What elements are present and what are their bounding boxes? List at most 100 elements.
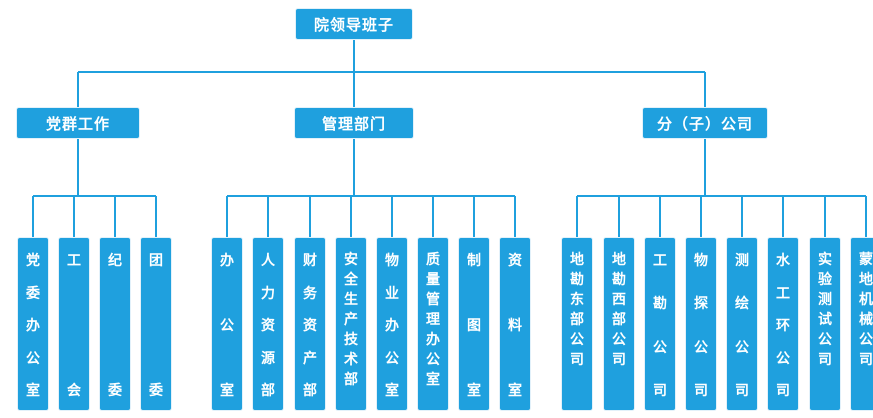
unit-label-char: 公: [859, 332, 873, 348]
unit-label-char: 蒙: [859, 252, 873, 268]
unit-label-char: 司: [776, 383, 790, 399]
unit-label-char: 室: [220, 383, 234, 399]
unit-label-char: 实: [818, 252, 832, 268]
unit-label-char: 测: [735, 253, 749, 269]
unit-label-char: 图: [467, 318, 481, 334]
group-box: 党群工作: [17, 108, 139, 138]
unit-label-char: 全: [344, 272, 358, 288]
unit-label-char: 力: [261, 285, 275, 302]
unit-label-char: 生: [344, 292, 358, 308]
unit-label-char: 绘: [735, 296, 749, 313]
unit-label-char: 资: [261, 318, 275, 334]
unit-label-char: 验: [818, 272, 832, 288]
unit-label-char: 勘: [612, 272, 626, 288]
unit-box: 办公室: [212, 238, 242, 410]
unit-label-char: 源: [261, 350, 275, 367]
unit-label-char: 室: [26, 383, 40, 399]
unit-label-char: 部: [570, 312, 584, 328]
unit-box: 工会: [59, 238, 89, 410]
unit-label-char: 西: [612, 292, 626, 308]
unit-label-char: 司: [653, 382, 667, 399]
unit-label-char: 室: [426, 372, 440, 388]
unit-box: 资料室: [500, 238, 530, 410]
unit-label-char: 地: [859, 272, 873, 288]
unit-label-char: 理: [426, 312, 440, 328]
unit-label-char: 办: [220, 253, 234, 269]
unit-label-char: 公: [818, 332, 832, 348]
unit-label-char: 水: [776, 253, 790, 269]
unit-label-char: 党: [26, 253, 40, 269]
unit-label-char: 委: [26, 285, 40, 302]
unit-label-char: 公: [612, 332, 626, 348]
unit-label-char: 委: [149, 383, 163, 399]
unit-label-char: 公: [570, 332, 584, 348]
unit-label-char: 试: [818, 312, 832, 328]
group-label: 管理部门: [321, 114, 386, 133]
unit-label-char: 管: [426, 292, 440, 308]
unit-label-char: 术: [344, 352, 358, 368]
unit-box: 人力资源部: [253, 238, 283, 410]
unit-label-char: 工: [67, 253, 81, 269]
unit-box: 物业办公室: [377, 238, 407, 410]
unit-label-char: 安: [344, 252, 358, 268]
unit-label-char: 部: [303, 383, 317, 399]
unit-label-char: 东: [570, 292, 584, 308]
unit-box: 物探公司: [686, 238, 716, 410]
unit-label-char: 资: [508, 253, 522, 269]
unit-label-char: 务: [303, 285, 317, 302]
unit-label-char: 部: [261, 383, 275, 399]
unit-box: 工勘公司: [645, 238, 675, 410]
root-box: 院领导班子: [296, 9, 412, 39]
unit-box: 地勘西部公司: [604, 238, 634, 410]
unit-label-char: 工: [653, 253, 667, 269]
group-label: 分（子）公司: [656, 114, 753, 133]
unit-box: 测绘公司: [727, 238, 757, 410]
unit-label-char: 机: [859, 292, 873, 308]
unit-label-char: 公: [385, 350, 399, 367]
unit-label-char: 公: [220, 318, 234, 334]
unit-label-char: 公: [653, 339, 667, 356]
unit-label-char: 司: [859, 352, 873, 368]
unit-box: 实验测试公司: [810, 238, 840, 410]
unit-label-char: 质: [426, 252, 440, 268]
unit-label-char: 物: [694, 253, 708, 269]
group-label: 党群工作: [45, 114, 110, 133]
unit-label-char: 办: [385, 318, 399, 334]
unit-label-char: 产: [344, 312, 358, 328]
unit-label-char: 司: [570, 352, 584, 368]
unit-box: 地勘东部公司: [562, 238, 592, 410]
unit-box: 蒙地机械公司: [851, 238, 873, 410]
group-box: 管理部门: [295, 108, 413, 138]
unit-label-char: 人: [261, 253, 275, 269]
unit-label-char: 探: [694, 296, 708, 313]
unit-label-char: 会: [67, 383, 81, 399]
unit-label-char: 地: [612, 252, 626, 268]
unit-box: 党委办公室: [18, 238, 48, 410]
unit-label-char: 办: [426, 332, 440, 348]
unit-label-char: 纪: [108, 253, 122, 269]
unit-label-char: 司: [612, 352, 626, 368]
unit-box: 纪委: [100, 238, 130, 410]
unit-box: 安全生产技术部: [336, 238, 366, 410]
unit-label-char: 室: [385, 383, 399, 399]
unit-label-char: 资: [303, 318, 317, 334]
unit-label-char: 料: [508, 318, 522, 334]
unit-label-char: 环: [776, 318, 790, 334]
unit-label-char: 勘: [570, 272, 584, 288]
unit-label-char: 业: [385, 285, 399, 302]
unit-label-char: 公: [735, 339, 749, 356]
unit-label-char: 委: [108, 383, 122, 399]
unit-label-char: 室: [508, 383, 522, 399]
unit-label-char: 地: [570, 252, 584, 268]
unit-box: 制图室: [459, 238, 489, 410]
unit-label-char: 勘: [653, 296, 667, 313]
unit-label-char: 技: [344, 332, 358, 348]
unit-label-char: 团: [149, 253, 163, 269]
unit-label-char: 公: [26, 350, 40, 367]
unit-box: 水工环公司: [768, 238, 798, 410]
unit-label-char: 械: [859, 312, 873, 328]
unit-label-char: 公: [426, 352, 440, 368]
unit-label-char: 测: [818, 292, 832, 308]
unit-label-char: 司: [818, 352, 832, 368]
